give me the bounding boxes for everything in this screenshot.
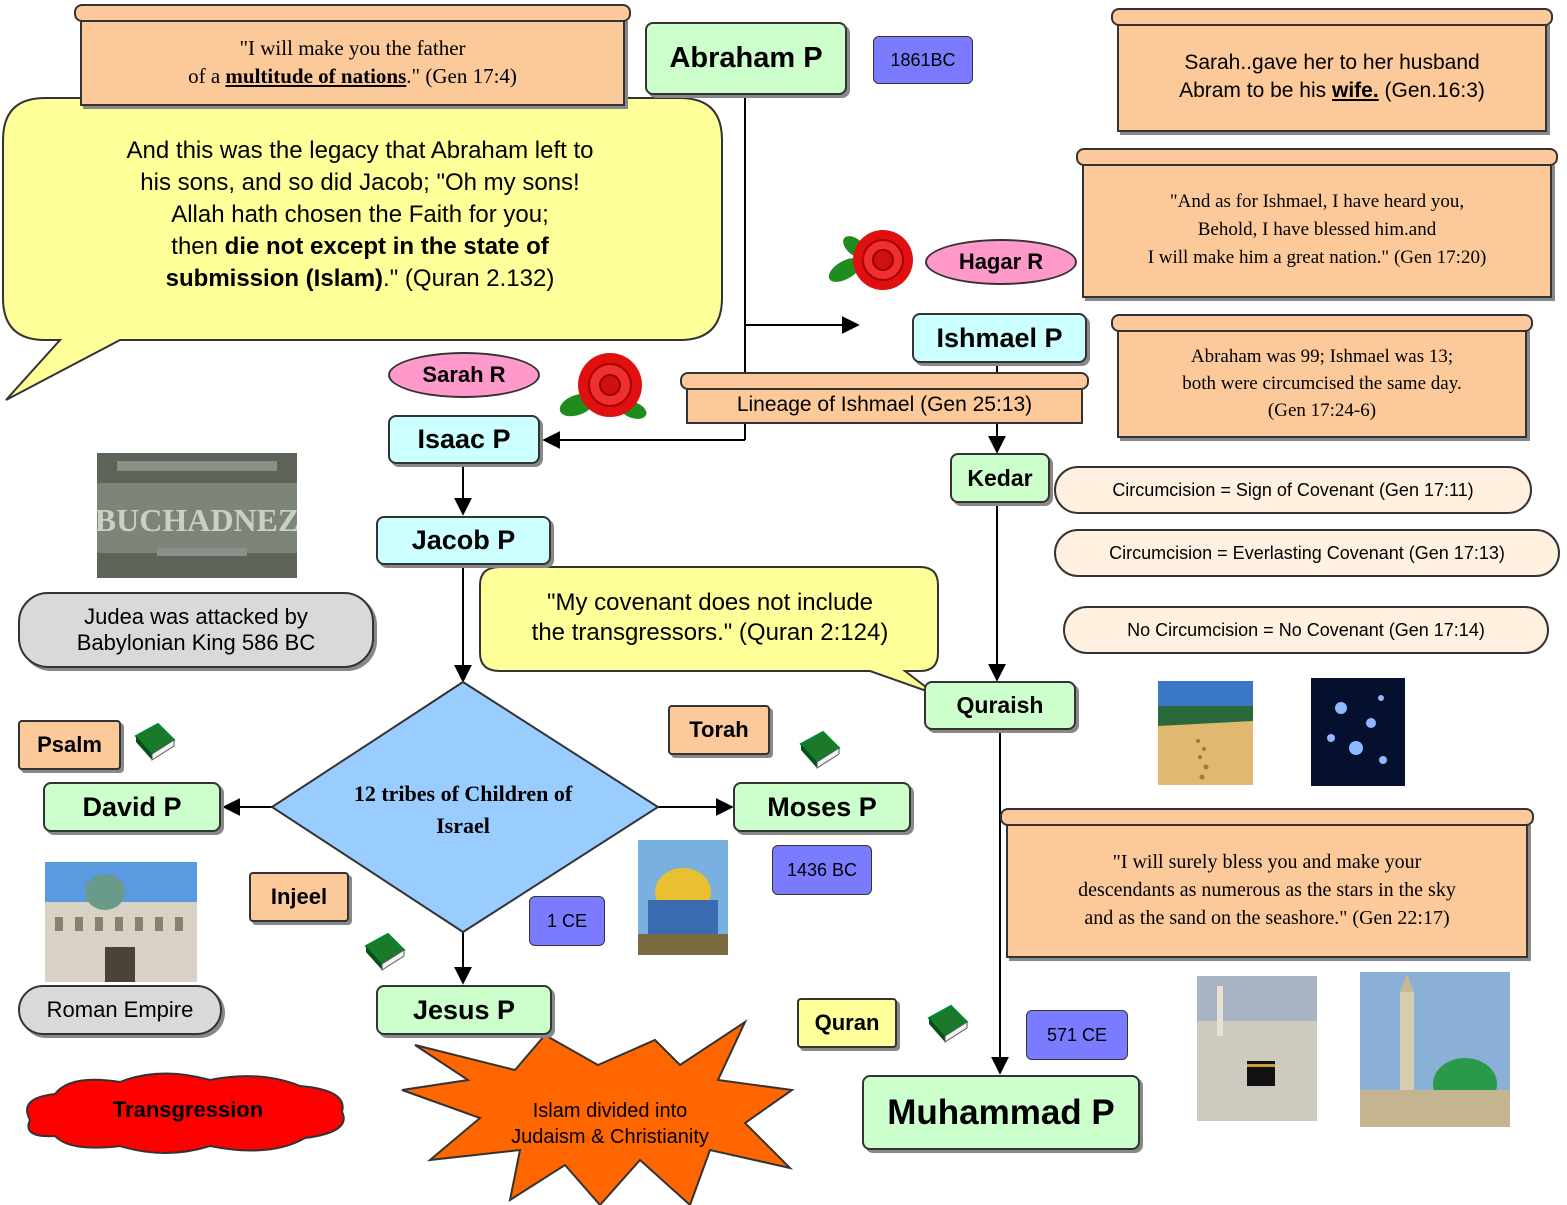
photo-kaaba: [1197, 976, 1317, 1121]
scroll-gen-17-24-line1: Abraham was 99; Ishmael was 13;: [1190, 345, 1454, 367]
photo-green-dome: [1360, 972, 1510, 1127]
divided-line1: Islam divided into: [532, 1100, 688, 1122]
book-label-injeel: Injeel: [249, 872, 349, 922]
book-icon-torah: [797, 730, 841, 770]
node-moses: Moses P: [733, 782, 911, 832]
node-quraish: Quraish: [924, 681, 1076, 730]
photo-sand-footprints: [1158, 681, 1253, 785]
scroll-gen-17-20-line2: Behold, I have blessed him.and: [1197, 219, 1437, 240]
scroll-gen-16-3-bold: wife.: [1332, 79, 1379, 102]
node-kedar: Kedar: [950, 453, 1050, 503]
photo-plaque: EBUCHADNEZZ: [97, 453, 297, 578]
scroll-gen-17-24-line3: (Gen 17:24-6): [1267, 399, 1377, 421]
node-isaac: Isaac P: [388, 415, 540, 464]
date-abraham: 1861BC: [873, 36, 973, 84]
date-muhammad: 571 CE: [1026, 1010, 1128, 1060]
covenant-line2: the transgressors." (Quran 2:124): [531, 619, 889, 646]
scroll-gen-16-3-line1: Sarah..gave her to her husband: [1184, 51, 1480, 74]
rose-icon-hagar: [825, 225, 920, 300]
divided-label: Islam divided into Judaism & Christianit…: [480, 1098, 740, 1150]
legacy-bold1: die not except in the state of: [224, 233, 549, 260]
scroll-gen-17-24-line2: both were circumcised the same day.: [1182, 372, 1462, 394]
covenant-callout-text: "My covenant does not include the transg…: [490, 588, 930, 648]
photo-star-cluster: [1311, 678, 1405, 786]
divided-starburst-shape: [401, 1019, 795, 1205]
tribes-label: 12 tribes of Children of Israel: [353, 781, 573, 838]
scroll-gen-17-4-line2a: of a: [188, 64, 221, 88]
legacy-callout-text: And this was the legacy that Abraham lef…: [20, 135, 700, 295]
book-label-torah: Torah: [668, 705, 770, 755]
legacy-line1: And this was the legacy that Abraham lef…: [126, 137, 594, 164]
lineage-label: Lineage of Ishmael (Gen 25:13): [736, 393, 1033, 416]
transgression-label: Transgression: [112, 1097, 264, 1122]
scroll-gen-17-4: "I will make you the father of a multitu…: [74, 4, 631, 106]
judea-line2: Babylonian King 586 BC: [76, 630, 316, 655]
scroll-gen-17-4-line2c: ." (Gen 17:4): [406, 64, 517, 88]
legacy-line5: ." (Quran 2.132): [383, 265, 555, 292]
node-jesus: Jesus P: [376, 985, 552, 1035]
plaque-text: EBUCHADNEZZ: [97, 502, 297, 538]
scroll-gen-16-3: Sarah..gave her to her husband Abram to …: [1111, 8, 1553, 132]
book-label-psalm: Psalm: [18, 720, 121, 770]
legacy-line2: his sons, and so did Jacob; "Oh my sons!: [140, 169, 580, 196]
history-roman-empire: Roman Empire: [18, 985, 222, 1035]
book-icon-psalm: [132, 722, 176, 762]
node-hagar: Hagar R: [925, 239, 1077, 285]
scroll-gen-17-4-line1: "I will make you the father: [239, 36, 466, 60]
tribes-diamond-shape: [270, 680, 660, 934]
book-icon-quran: [925, 1004, 969, 1044]
pill-everlasting-covenant: Circumcision = Everlasting Covenant (Gen…: [1054, 529, 1560, 577]
legacy-line3: Allah hath chosen the Faith for you;: [171, 201, 549, 228]
divided-line2: Judaism & Christianity: [511, 1126, 709, 1148]
scroll-gen-17-24: Abraham was 99; Ishmael was 13; both wer…: [1111, 314, 1533, 438]
pill-sign-of-covenant: Circumcision = Sign of Covenant (Gen 17:…: [1054, 466, 1532, 514]
rose-icon-sarah: [555, 350, 655, 430]
node-sarah: Sarah R: [388, 352, 540, 398]
legacy-line4a: then: [171, 233, 218, 260]
judea-line1: Judea was attacked by: [84, 604, 308, 629]
scroll-gen-22-17-line1: "I will surely bless you and make your: [1112, 851, 1422, 873]
scroll-gen-17-20-line3: I will make him a great nation." (Gen 17…: [1147, 247, 1487, 268]
scroll-gen-17-20: "And as for Ishmael, I have heard you, B…: [1076, 148, 1558, 298]
covenant-callout-shape: [479, 566, 939, 695]
node-muhammad: Muhammad P: [862, 1075, 1140, 1150]
book-icon-injeel: [362, 932, 406, 972]
scroll-gen-16-3-line2a: Abram to be his: [1179, 79, 1327, 102]
date-jesus: 1 CE: [529, 896, 605, 946]
book-label-quran: Quran: [797, 998, 897, 1048]
scroll-lineage-ishmael: Lineage of Ishmael (Gen 25:13): [680, 372, 1089, 424]
photo-vienna-palace: [45, 862, 197, 982]
node-ishmael: Ishmael P: [912, 313, 1087, 363]
photo-dome-of-rock: [638, 840, 728, 955]
scroll-gen-22-17-line2: descendants as numerous as the stars in …: [1078, 879, 1456, 901]
transgression-cloud-shape: [26, 1072, 345, 1154]
date-moses: 1436 BC: [772, 845, 872, 895]
scroll-gen-17-20-line1: "And as for Ishmael, I have heard you,: [1169, 191, 1465, 212]
covenant-line1: "My covenant does not include: [546, 589, 874, 616]
scroll-gen-17-4-bold: multitude of nations: [225, 64, 407, 88]
scroll-gen-22-17: "I will surely bless you and make your d…: [1000, 808, 1534, 958]
scroll-gen-16-3-line2c: (Gen.16:3): [1384, 79, 1485, 102]
scroll-gen-22-17-line3: and as the sand on the seashore." (Gen 2…: [1084, 907, 1450, 929]
history-judea: Judea was attacked by Babylonian King 58…: [18, 592, 374, 668]
node-david: David P: [43, 782, 221, 832]
legacy-bold2: submission (Islam): [165, 265, 384, 292]
legacy-callout-shape: [2, 97, 723, 401]
pill-no-covenant: No Circumcision = No Covenant (Gen 17:14…: [1063, 606, 1549, 654]
node-jacob: Jacob P: [376, 516, 551, 565]
node-abraham: Abraham P: [645, 22, 847, 95]
